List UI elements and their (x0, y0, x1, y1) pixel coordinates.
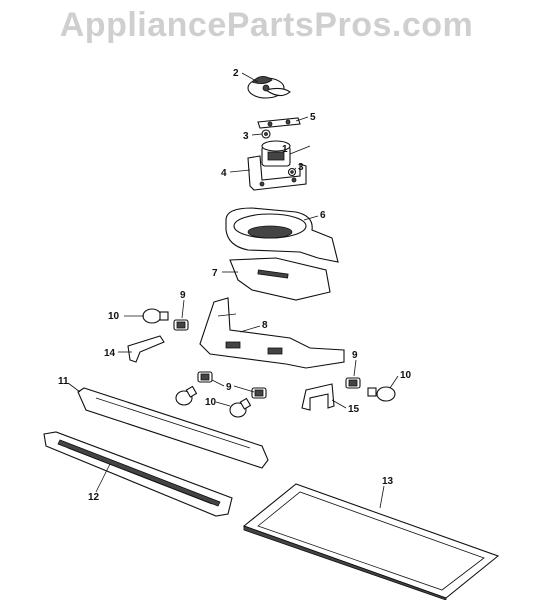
light-lens-grille (43, 431, 233, 517)
callout-6: 6 (320, 210, 326, 221)
glass-shelf (242, 483, 500, 600)
motor-bracket-top (257, 117, 301, 129)
callout-3-lower: 3 (298, 162, 304, 173)
callout-15: 15 (348, 404, 360, 415)
bulb-socket-center-right (251, 387, 267, 399)
bulb-socket-center-left (197, 371, 213, 383)
callout-7: 7 (212, 268, 218, 279)
light-bulb-left (142, 308, 169, 324)
bulb-socket-right (345, 377, 361, 389)
motor-mount-bracket (247, 155, 307, 191)
callout-13: 13 (382, 476, 394, 487)
callout-10-right: 10 (400, 370, 412, 381)
grommet-lower (287, 167, 297, 177)
callout-10-center: 10 (205, 397, 217, 408)
fan-motor (261, 140, 291, 167)
air-duct-panel (229, 257, 331, 301)
callout-9-right: 9 (352, 350, 358, 361)
light-shield (77, 387, 269, 469)
light-bulb-center-right (229, 397, 252, 418)
small-bracket (127, 335, 165, 363)
callout-12: 12 (88, 492, 100, 503)
light-housing (199, 297, 345, 369)
watermark-text: AppliancePartsPros.com (59, 6, 474, 44)
switch-bracket (301, 383, 335, 411)
callout-1: 1 (282, 144, 288, 155)
grommet-upper (261, 129, 271, 139)
callout-14: 14 (104, 348, 116, 359)
light-bulb-right (367, 386, 396, 402)
fan-housing (225, 207, 339, 263)
callout-8: 8 (262, 320, 268, 331)
callout-2: 2 (233, 68, 239, 79)
callout-5: 5 (310, 112, 316, 123)
leader-lines (67, 72, 399, 509)
fan-blade (247, 76, 291, 99)
callout-10-left: 10 (108, 311, 120, 322)
callout-11: 11 (58, 376, 69, 387)
callout-9-left: 9 (180, 290, 186, 301)
callout-4: 4 (221, 168, 227, 179)
callout-3-upper: 3 (243, 131, 249, 142)
callout-9-center: 9 (226, 382, 232, 393)
bulb-socket-left (173, 319, 189, 331)
light-bulb-center-left (175, 385, 198, 406)
